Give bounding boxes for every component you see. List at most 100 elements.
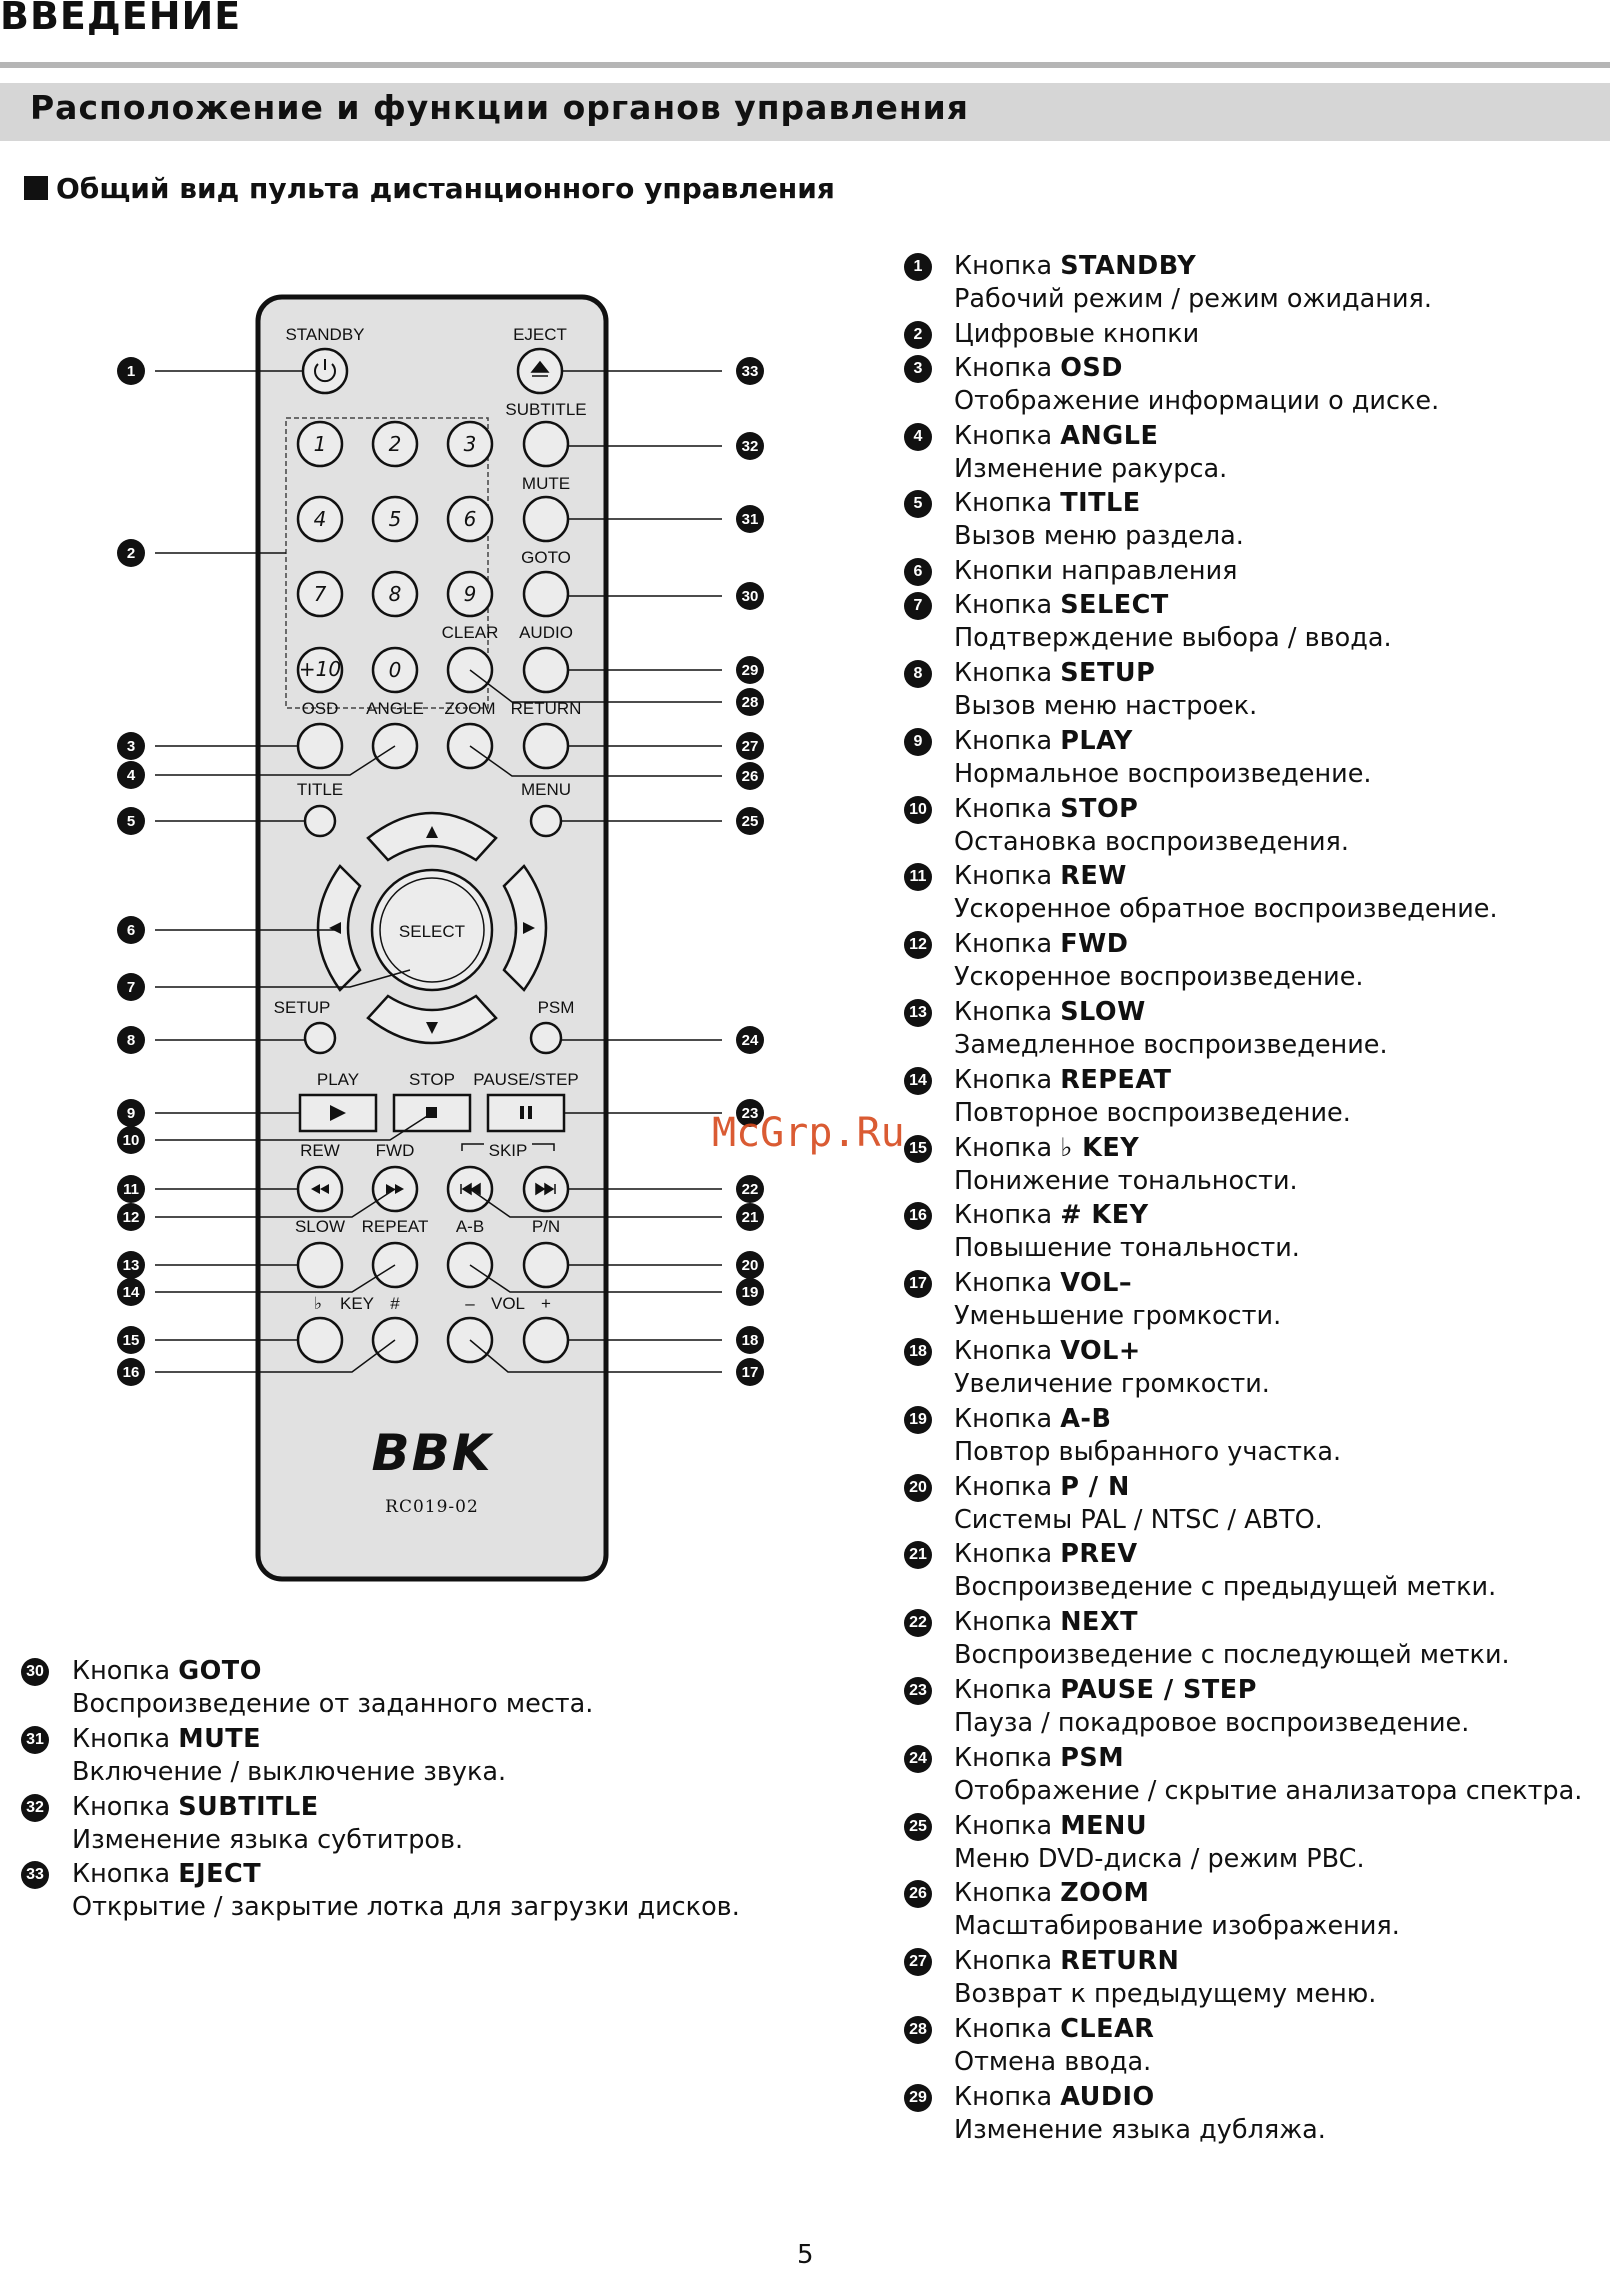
label-psm: PSM xyxy=(538,998,575,1017)
item-prefix: Кнопка xyxy=(954,1064,1061,1095)
select-button[interactable] xyxy=(370,868,494,992)
audio-button[interactable] xyxy=(522,646,570,694)
digit-button[interactable] xyxy=(296,420,344,468)
osd-button[interactable] xyxy=(296,722,344,770)
description-item: Кнопка VOL–Уменьшение громкости. xyxy=(954,1267,1281,1333)
band-title: Расположение и функции органов управлени… xyxy=(30,88,969,127)
item-prefix: Кнопка xyxy=(954,1946,1061,1977)
label-title: TITLE xyxy=(297,780,343,799)
vol-plus-button[interactable] xyxy=(522,1316,570,1364)
item-key-name: STANDBY xyxy=(1060,251,1197,281)
item-prefix: Кнопка xyxy=(954,861,1061,892)
item-heading: Кнопка GOTO xyxy=(72,1655,593,1688)
setup-button[interactable] xyxy=(303,1021,337,1055)
item-description: Повышение тональности. xyxy=(954,1233,1300,1264)
item-description: Отмена ввода. xyxy=(954,2047,1152,2077)
slow-button[interactable] xyxy=(296,1241,344,1289)
label-slow: SLOW xyxy=(295,1217,345,1236)
callout-26: 26 xyxy=(742,768,759,785)
rew-button[interactable] xyxy=(296,1165,344,1213)
item-prefix: Кнопка xyxy=(954,1268,1061,1299)
callout-10: 10 xyxy=(123,1132,140,1149)
item-prefix: Кнопка xyxy=(954,1810,1061,1841)
digit-button[interactable] xyxy=(446,570,494,618)
next-button[interactable] xyxy=(522,1165,570,1213)
goto-button[interactable] xyxy=(522,570,570,618)
item-prefix: Кнопка xyxy=(954,1200,1061,1231)
digit-button[interactable] xyxy=(371,495,419,543)
menu-button[interactable] xyxy=(529,804,563,838)
item-key-name: RETURN xyxy=(1060,1946,1180,1977)
callout-16: 16 xyxy=(123,1364,140,1381)
leader-lines xyxy=(155,370,722,1373)
standby-button[interactable] xyxy=(301,347,349,395)
item-heading: Кнопка NEXT xyxy=(954,1606,1510,1639)
digit-button[interactable] xyxy=(371,646,419,694)
label-select: SELECT xyxy=(399,922,465,941)
digit-button[interactable] xyxy=(296,495,344,543)
digit-button[interactable] xyxy=(371,420,419,468)
subtitle-button[interactable] xyxy=(522,420,570,468)
item-heading: Кнопка RETURN xyxy=(954,1945,1376,1978)
watermark: McGrp.Ru xyxy=(712,1110,905,1156)
callout-20: 20 xyxy=(742,1257,759,1274)
item-description: Понижение тональности. xyxy=(954,1165,1298,1196)
pause-step-button[interactable] xyxy=(486,1093,566,1133)
digit-button[interactable] xyxy=(296,570,344,618)
item-key-name: ZOOM xyxy=(1060,1878,1150,1909)
item-heading: Кнопка STOP xyxy=(954,793,1349,826)
psm-button[interactable] xyxy=(529,1021,563,1055)
item-description: Подтверждение выбора / ввода. xyxy=(954,623,1392,654)
label-setup: SETUP xyxy=(274,998,331,1017)
pn-button[interactable] xyxy=(522,1241,570,1289)
mute-button[interactable] xyxy=(522,495,570,543)
digit-button[interactable] xyxy=(296,646,344,694)
item-description: Воспроизведение от заданного места. xyxy=(72,1689,594,1719)
digit-label: +10 xyxy=(299,657,341,681)
title-button[interactable] xyxy=(303,804,337,838)
key-flat-button[interactable] xyxy=(296,1316,344,1364)
item-prefix: Кнопка xyxy=(954,1132,1061,1163)
description-item: Кнопки направления xyxy=(954,555,1238,588)
item-number-badge: 7 xyxy=(904,592,932,621)
description-item: Кнопка VOL+Увеличение громкости. xyxy=(954,1335,1270,1401)
digit-button[interactable] xyxy=(371,570,419,618)
subheading-text: Общий вид пульта дистанционного управлен… xyxy=(56,172,835,205)
item-number-badge: 8 xyxy=(904,660,932,688)
power-icon xyxy=(314,363,336,383)
return-button[interactable] xyxy=(522,722,570,770)
eject-button[interactable] xyxy=(516,347,564,395)
item-key-name: PREV xyxy=(1060,1539,1138,1570)
label-return: RETURN xyxy=(511,699,582,718)
item-number-badge: 6 xyxy=(904,558,932,587)
digit-label: 0 xyxy=(389,658,402,682)
label-audio: AUDIO xyxy=(519,623,573,642)
callout-22: 22 xyxy=(742,1181,759,1198)
item-key-name: A-B xyxy=(1060,1403,1112,1434)
item-prefix: Кнопка xyxy=(954,1336,1061,1366)
item-heading: Кнопка STANDBY xyxy=(954,250,1432,283)
label-goto: GOTO xyxy=(521,548,571,567)
item-description: Ускоренное воспроизведение. xyxy=(954,962,1364,993)
digit-label: 3 xyxy=(464,432,477,456)
item-key-name: SLOW xyxy=(1060,997,1146,1027)
nav-down-button[interactable] xyxy=(366,994,498,1045)
callout-17: 17 xyxy=(742,1364,759,1381)
digit-button[interactable] xyxy=(446,420,494,468)
play-button[interactable] xyxy=(298,1093,378,1133)
callout-30: 30 xyxy=(742,588,759,605)
header-rule xyxy=(0,62,1610,68)
digit-label: 1 xyxy=(314,432,327,456)
item-key-name: OSD xyxy=(1060,352,1123,383)
item-number-badge: 14 xyxy=(904,1066,932,1095)
item-prefix: Кнопка xyxy=(954,352,1061,383)
item-key-name: PSM xyxy=(1060,1742,1125,1773)
label-rew: REW xyxy=(300,1141,340,1160)
digit-button[interactable] xyxy=(446,495,494,543)
item-heading: Цифровые кнопки xyxy=(954,318,1199,351)
